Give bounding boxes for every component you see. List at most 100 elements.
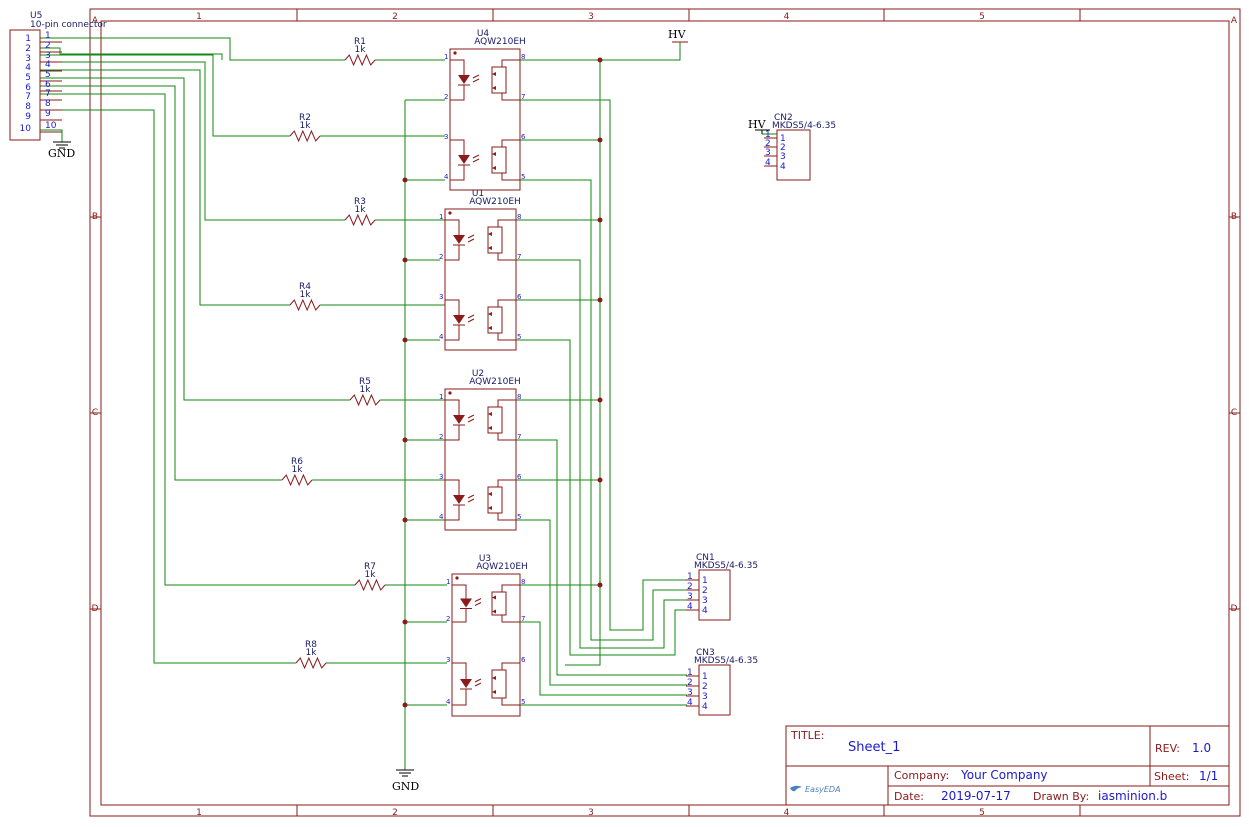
- resistor-ref: R2: [299, 113, 311, 123]
- relay-ref: U2: [472, 369, 484, 379]
- relay-led-arrows: [467, 314, 475, 323]
- resistor-zigzag: [349, 393, 381, 407]
- u5-pin-number: 7: [25, 92, 31, 102]
- relay-led-wire-top: [445, 299, 460, 315]
- relay-pin-left: 4: [444, 173, 449, 181]
- terminal-pin-label: 4: [780, 162, 786, 172]
- frame-ticks: [90, 9, 1240, 816]
- relay-mosfet: [487, 486, 503, 514]
- terminal-pin-number: 4: [687, 698, 693, 708]
- u5-pin-label: 1: [45, 31, 51, 41]
- relay-pin-left: 2: [444, 93, 448, 101]
- u5-pin-number: 9: [25, 112, 31, 122]
- relay-pin1-dot: [448, 391, 452, 395]
- terminal-pin-label: 2: [780, 143, 786, 153]
- u5-pin-label: 4: [45, 60, 51, 70]
- frame-col-label-top: 3: [588, 12, 594, 22]
- easyeda-logo: EasyEDA: [790, 785, 841, 794]
- relay-pin1-dot: [448, 211, 452, 215]
- relay-pin-right: 8: [521, 578, 525, 586]
- terminal-part: MKDS5/4-6.35: [772, 121, 836, 131]
- hv-symbol-cn2: HV: [748, 118, 770, 134]
- relay-led-wire-bottom: [452, 608, 467, 623]
- relay-pin1-dot: [453, 51, 457, 55]
- resistor-value: 1k: [360, 385, 372, 395]
- relay-part: AQW210EH: [469, 377, 521, 387]
- frame-row-label-left: C: [92, 408, 98, 418]
- relay-led-wire-bottom: [445, 325, 460, 341]
- relay-pin-right: 8: [517, 213, 521, 221]
- terminal-pin-label: 1: [702, 672, 708, 682]
- terminal-ref: CN3: [696, 648, 715, 658]
- u5-name: 10-pin connector: [30, 20, 107, 30]
- relay-pin-left: 3: [444, 133, 448, 141]
- relay-pin-right: 7: [517, 433, 521, 441]
- relay-led-wire-bottom: [450, 85, 465, 101]
- relay-pin1-dot: [455, 576, 459, 580]
- resistor-ref: R3: [354, 197, 366, 207]
- relay-out-wire-top: [501, 584, 520, 592]
- relay-out-wire-bottom: [501, 173, 520, 181]
- relay-led-wire-bottom: [445, 505, 460, 521]
- relay-pin-right: 8: [521, 53, 525, 61]
- relay-part: AQW210EH: [474, 37, 526, 47]
- relay-body: [444, 388, 517, 531]
- relay-mosfet-arrows: [492, 595, 496, 614]
- resistor-zigzag: [344, 213, 376, 227]
- resistor-value: 1k: [300, 290, 312, 300]
- relay-mosfet-arrows: [488, 412, 492, 430]
- relay-out-wire-top: [497, 219, 516, 227]
- sheet-number-value: 1/1: [1199, 769, 1218, 783]
- date-value: 2019-07-17: [941, 789, 1011, 803]
- relay-led-wire-top: [445, 399, 460, 415]
- resistor-zigzag: [295, 656, 327, 670]
- terminal-pin-label: 4: [702, 606, 708, 616]
- relay-mosfet: [491, 591, 507, 616]
- terminal-pin-number: 3: [687, 592, 693, 602]
- terminal-pin-number: 1: [687, 572, 693, 582]
- relay-body: [451, 573, 521, 717]
- u5-pin-number: 5: [25, 73, 31, 83]
- title-block: TITLE: Sheet_1 REV: 1.0 Company: Your Co…: [785, 725, 1230, 806]
- frame-row-label-left: D: [92, 604, 99, 614]
- frame-col-label-bottom: 4: [784, 808, 790, 818]
- relay-pin-right: 7: [517, 253, 521, 261]
- relay-mosfet: [487, 306, 503, 334]
- sheet-number-label: Sheet:: [1154, 770, 1190, 783]
- frame-row-label-right: A: [1231, 16, 1238, 26]
- relay-body: [449, 48, 521, 191]
- relay-led-arrows: [472, 154, 480, 163]
- title-label: TITLE:: [790, 729, 824, 742]
- terminal-body: [698, 569, 731, 621]
- terminal-pin-label: 1: [780, 134, 786, 144]
- relay-pin-left: 1: [444, 53, 448, 61]
- relay-pin-left: 1: [439, 213, 443, 221]
- resistor-value: 1k: [355, 45, 367, 55]
- date-label: Date:: [894, 790, 924, 803]
- relay-pin-right: 5: [517, 513, 521, 521]
- relay-mosfet-arrows: [488, 312, 492, 330]
- relay-mosfet: [487, 226, 503, 254]
- terminal-pin-label: 2: [702, 586, 708, 596]
- relay-out-wire-top: [497, 299, 516, 307]
- u5-pin-label: 5: [45, 70, 51, 80]
- relay-pin-left: 3: [446, 656, 450, 664]
- relay-out-wire-bottom: [497, 433, 516, 441]
- relay-pin-right: 7: [521, 93, 525, 101]
- relay-ref: U1: [472, 189, 484, 199]
- terminal-pin-number: 3: [687, 688, 693, 698]
- hv-symbol-top: HV: [668, 28, 688, 43]
